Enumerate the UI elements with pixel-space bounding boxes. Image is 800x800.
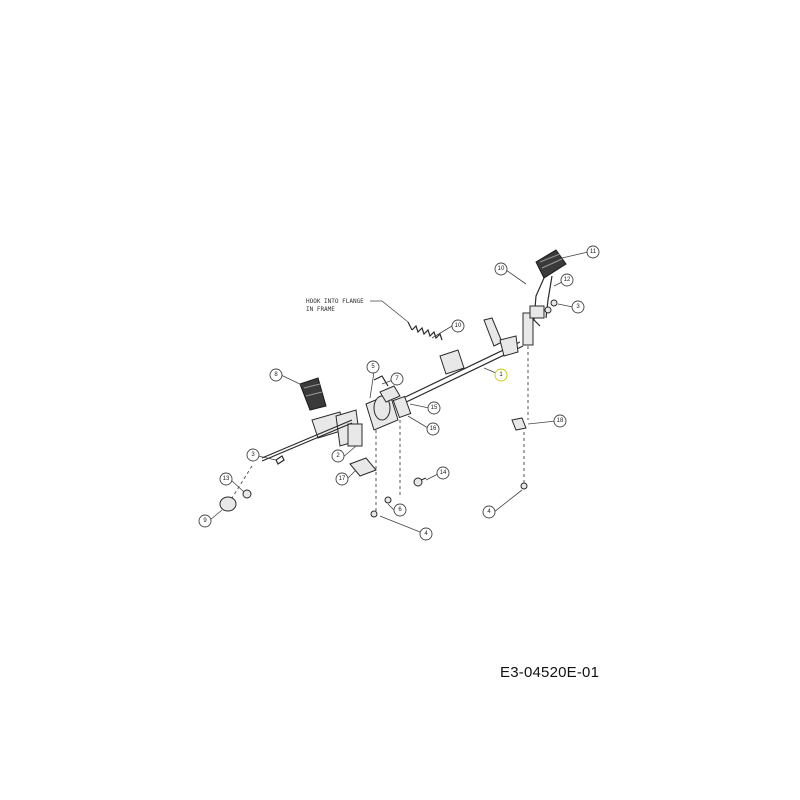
svg-text:2: 2 bbox=[336, 453, 340, 459]
callout-17: 17 bbox=[335, 472, 349, 486]
callout-8: 8 bbox=[269, 368, 283, 382]
callout-12: 12 bbox=[560, 273, 574, 287]
callout-11: 11 bbox=[586, 245, 600, 259]
svg-text:3: 3 bbox=[576, 304, 580, 310]
svg-text:8: 8 bbox=[274, 372, 278, 378]
leader-lines bbox=[209, 251, 589, 533]
left-pedal-assembly bbox=[299, 377, 363, 447]
svg-text:3: 3 bbox=[251, 452, 255, 458]
center-bracket bbox=[439, 349, 465, 375]
center-hub bbox=[365, 375, 412, 431]
svg-text:7: 7 bbox=[395, 376, 399, 382]
callout-2: 2 bbox=[331, 449, 345, 463]
document-code: E3-04520E-01 bbox=[500, 664, 600, 681]
callout-6: 6 bbox=[393, 503, 407, 517]
svg-text:9: 9 bbox=[203, 518, 207, 524]
callout-7: 7 bbox=[390, 372, 404, 386]
note-line-1: HOOK INTO FLANGE bbox=[306, 298, 364, 305]
svg-text:14: 14 bbox=[440, 470, 447, 476]
callout-3-right: 3 bbox=[571, 300, 585, 314]
svg-text:18: 18 bbox=[557, 418, 564, 424]
lever-arm-right bbox=[483, 317, 519, 357]
callout-1: 1 bbox=[494, 368, 508, 382]
svg-text:13: 13 bbox=[223, 476, 230, 482]
svg-text:5: 5 bbox=[371, 364, 375, 370]
callout-5: 5 bbox=[366, 360, 380, 374]
svg-text:11: 11 bbox=[590, 249, 597, 255]
callout-13: 13 bbox=[219, 472, 233, 486]
hardware-parts bbox=[219, 417, 528, 518]
callout-14: 14 bbox=[436, 466, 450, 480]
svg-text:1: 1 bbox=[499, 372, 503, 378]
callout-18: 18 bbox=[553, 414, 567, 428]
svg-text:15: 15 bbox=[431, 405, 438, 411]
callout-4-right: 4 bbox=[482, 505, 496, 519]
main-shaft bbox=[394, 341, 524, 407]
callout-4-left: 4 bbox=[419, 527, 433, 541]
alignment-lines bbox=[231, 346, 529, 512]
callout-9: 9 bbox=[198, 514, 212, 528]
hook-note: HOOK INTO FLANGE IN FRAME bbox=[306, 298, 409, 323]
callout-15: 15 bbox=[427, 401, 441, 415]
callout-10-top: 10 bbox=[494, 262, 508, 276]
callout-16: 16 bbox=[426, 422, 440, 436]
callout-10-spring: 10 bbox=[451, 319, 465, 333]
svg-text:10: 10 bbox=[455, 323, 462, 329]
svg-text:6: 6 bbox=[398, 507, 402, 513]
svg-text:4: 4 bbox=[487, 509, 491, 515]
left-shaft bbox=[261, 419, 353, 462]
svg-text:10: 10 bbox=[498, 266, 505, 272]
svg-text:4: 4 bbox=[424, 531, 428, 537]
svg-text:16: 16 bbox=[430, 426, 437, 432]
svg-text:17: 17 bbox=[339, 476, 346, 482]
svg-text:12: 12 bbox=[564, 277, 571, 283]
callout-3-left: 3 bbox=[246, 448, 260, 462]
spring bbox=[407, 321, 443, 341]
right-pedal-assembly bbox=[522, 249, 567, 346]
note-line-2: IN FRAME bbox=[306, 306, 335, 313]
